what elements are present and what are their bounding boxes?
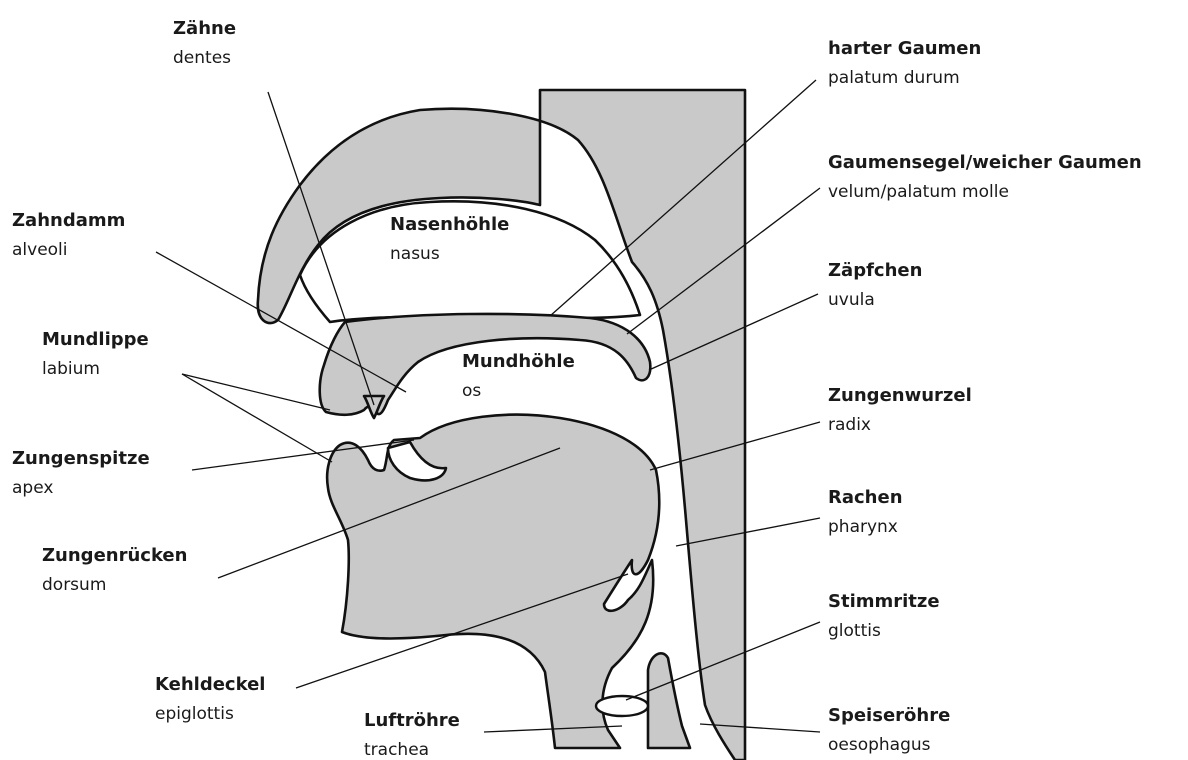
label-zaepfchen-la: uvula xyxy=(828,292,922,309)
label-harter-gaumen: harter Gaumen palatum durum xyxy=(828,40,981,87)
label-mundhoehle-la: os xyxy=(462,383,575,400)
label-speiseroehre-de: Speiseröhre xyxy=(828,707,950,725)
leader-mundlippe-upper xyxy=(182,374,330,410)
label-gaumensegel-la: velum/palatum molle xyxy=(828,184,1142,201)
label-luftroehre: Luftröhre trachea xyxy=(364,712,460,759)
label-nasenhoehle-de: Nasenhöhle xyxy=(390,216,509,234)
label-mundlippe-la: labium xyxy=(42,361,149,378)
label-zaehne-de: Zähne xyxy=(173,20,236,38)
label-luftroehre-de: Luftröhre xyxy=(364,712,460,730)
larynx-tissue xyxy=(648,653,690,748)
label-zaehne: Zähne dentes xyxy=(173,20,236,67)
label-zungenspitze: Zungenspitze apex xyxy=(12,450,150,497)
label-mundhoehle-de: Mundhöhle xyxy=(462,353,575,371)
label-stimmritze-de: Stimmritze xyxy=(828,593,940,611)
label-zungenwurzel-la: radix xyxy=(828,417,972,434)
label-zungenwurzel-de: Zungenwurzel xyxy=(828,387,972,405)
label-zungenspitze-la: apex xyxy=(12,480,150,497)
label-nasenhoehle-la: nasus xyxy=(390,246,509,263)
label-gaumensegel: Gaumensegel/weicher Gaumen velum/palatum… xyxy=(828,154,1142,201)
label-zaepfchen-de: Zäpfchen xyxy=(828,262,922,280)
label-zaehne-la: dentes xyxy=(173,50,236,67)
label-luftroehre-la: trachea xyxy=(364,742,460,759)
glottis-opening xyxy=(596,696,648,716)
label-speiseroehre: Speiseröhre oesophagus xyxy=(828,707,950,754)
label-mundhoehle: Mundhöhle os xyxy=(462,353,575,400)
label-zungenruecken: Zungenrücken dorsum xyxy=(42,547,187,594)
label-zungenruecken-la: dorsum xyxy=(42,577,187,594)
label-zungenwurzel: Zungenwurzel radix xyxy=(828,387,972,434)
label-kehldeckel-de: Kehldeckel xyxy=(155,676,265,694)
label-kehldeckel: Kehldeckel epiglottis xyxy=(155,676,265,723)
label-stimmritze-la: glottis xyxy=(828,623,940,640)
label-zungenruecken-de: Zungenrücken xyxy=(42,547,187,565)
label-rachen-la: pharynx xyxy=(828,519,903,536)
label-harter-gaumen-de: harter Gaumen xyxy=(828,40,981,58)
label-zahndamm-la: alveoli xyxy=(12,242,125,259)
label-nasenhoehle: Nasenhöhle nasus xyxy=(390,216,509,263)
label-mundlippe-de: Mundlippe xyxy=(42,331,149,349)
label-zungenspitze-de: Zungenspitze xyxy=(12,450,150,468)
leader-mundlippe-lower xyxy=(182,374,332,462)
label-speiseroehre-la: oesophagus xyxy=(828,737,950,754)
label-gaumensegel-de: Gaumensegel/weicher Gaumen xyxy=(828,154,1142,172)
label-mundlippe: Mundlippe labium xyxy=(42,331,149,378)
label-rachen: Rachen pharynx xyxy=(828,489,903,536)
label-zahndamm: Zahndamm alveoli xyxy=(12,212,125,259)
label-kehldeckel-la: epiglottis xyxy=(155,706,265,723)
label-zaepfchen: Zäpfchen uvula xyxy=(828,262,922,309)
label-rachen-de: Rachen xyxy=(828,489,903,507)
label-stimmritze: Stimmritze glottis xyxy=(828,593,940,640)
label-harter-gaumen-la: palatum durum xyxy=(828,70,981,87)
label-zahndamm-de: Zahndamm xyxy=(12,212,125,230)
